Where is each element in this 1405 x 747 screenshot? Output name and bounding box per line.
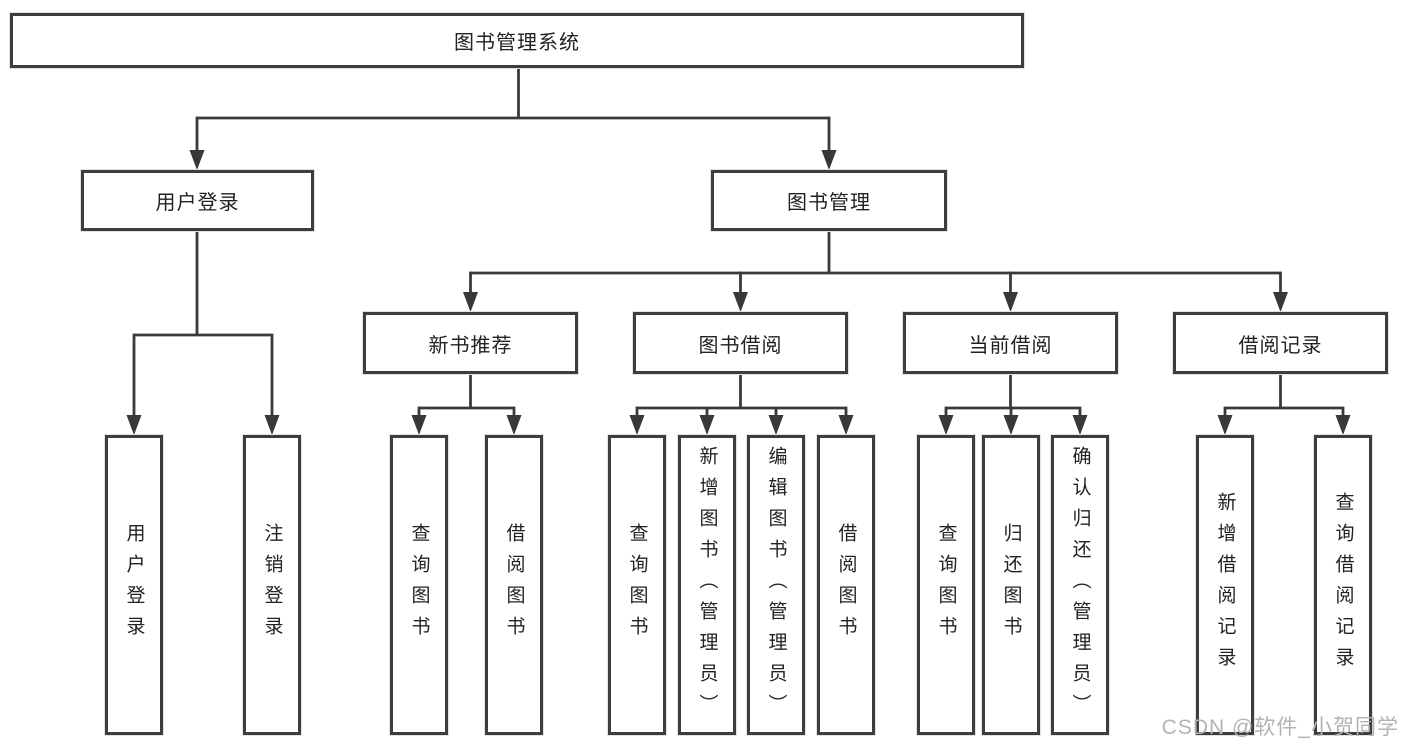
leaf-user-login-label: 用户登录	[123, 523, 145, 647]
leaf-bb-query-books: 查询图书	[608, 435, 666, 735]
node-borrow-records: 借阅记录	[1173, 312, 1388, 374]
node-book-management-label: 图书管理	[787, 192, 871, 214]
leaf-logout-label: 注销登录	[261, 523, 283, 647]
leaf-bb-add-books-admin: 新增图书（管理员）	[678, 435, 736, 735]
leaf-logout: 注销登录	[243, 435, 301, 735]
leaf-cb-query-books: 查询图书	[917, 435, 975, 735]
leaf-bb-edit-books-admin-label: 编辑图书（管理员）	[765, 445, 787, 725]
leaf-br-add-record-label: 新增借阅记录	[1214, 492, 1236, 678]
leaf-cb-return-books: 归还图书	[982, 435, 1040, 735]
node-current-borrow-label: 当前借阅	[968, 334, 1053, 357]
node-library-system-label: 图书管理系统	[454, 32, 580, 54]
node-new-book-recommend-label: 新书推荐	[428, 334, 513, 357]
node-book-borrow: 图书借阅	[633, 312, 848, 374]
node-user-login: 用户登录	[81, 170, 314, 231]
leaf-nb-query-books: 查询图书	[390, 435, 448, 735]
leaf-cb-confirm-return-admin-label: 确认归还（管理员）	[1069, 445, 1091, 725]
node-book-management: 图书管理	[711, 170, 947, 231]
connector-bookborrow-to-leaves	[629, 374, 854, 435]
node-user-login-label: 用户登录	[155, 192, 240, 214]
leaf-bb-edit-books-admin: 编辑图书（管理员）	[747, 435, 805, 735]
node-new-book-recommend: 新书推荐	[363, 312, 578, 374]
leaf-br-query-record-label: 查询借阅记录	[1332, 492, 1354, 678]
node-book-borrow-label: 图书借阅	[698, 334, 783, 357]
leaf-br-query-record: 查询借阅记录	[1314, 435, 1372, 735]
leaf-br-add-record: 新增借阅记录	[1196, 435, 1254, 735]
connector-userlogin-to-leaves	[126, 230, 280, 435]
leaf-user-login: 用户登录	[105, 435, 163, 735]
leaf-nb-borrow-books-label: 借阅图书	[503, 523, 525, 647]
node-current-borrow: 当前借阅	[903, 312, 1118, 374]
node-borrow-records-label: 借阅记录	[1238, 334, 1323, 357]
connector-newbook-to-leaves	[411, 374, 522, 435]
leaf-cb-confirm-return-admin: 确认归还（管理员）	[1051, 435, 1109, 735]
leaf-bb-add-books-admin-label: 新增图书（管理员）	[696, 445, 718, 725]
leaf-bb-borrow-books-label: 借阅图书	[835, 523, 857, 647]
connector-root-to-level2	[189, 68, 837, 170]
node-library-system: 图书管理系统	[10, 13, 1024, 68]
leaf-nb-borrow-books: 借阅图书	[485, 435, 543, 735]
watermark: CSDN @软件_小贺同学	[1161, 716, 1399, 739]
leaf-nb-query-books-label: 查询图书	[408, 523, 430, 647]
leaf-bb-borrow-books: 借阅图书	[817, 435, 875, 735]
leaf-cb-return-books-label: 归还图书	[1000, 523, 1022, 647]
connector-currentborrow-to-leaves	[938, 374, 1088, 435]
connector-borrowrecords-to-leaves	[1217, 374, 1351, 435]
leaf-bb-query-books-label: 查询图书	[626, 523, 648, 647]
leaf-cb-query-books-label: 查询图书	[935, 523, 957, 647]
connector-bookmgmt-to-level3	[463, 230, 1288, 312]
